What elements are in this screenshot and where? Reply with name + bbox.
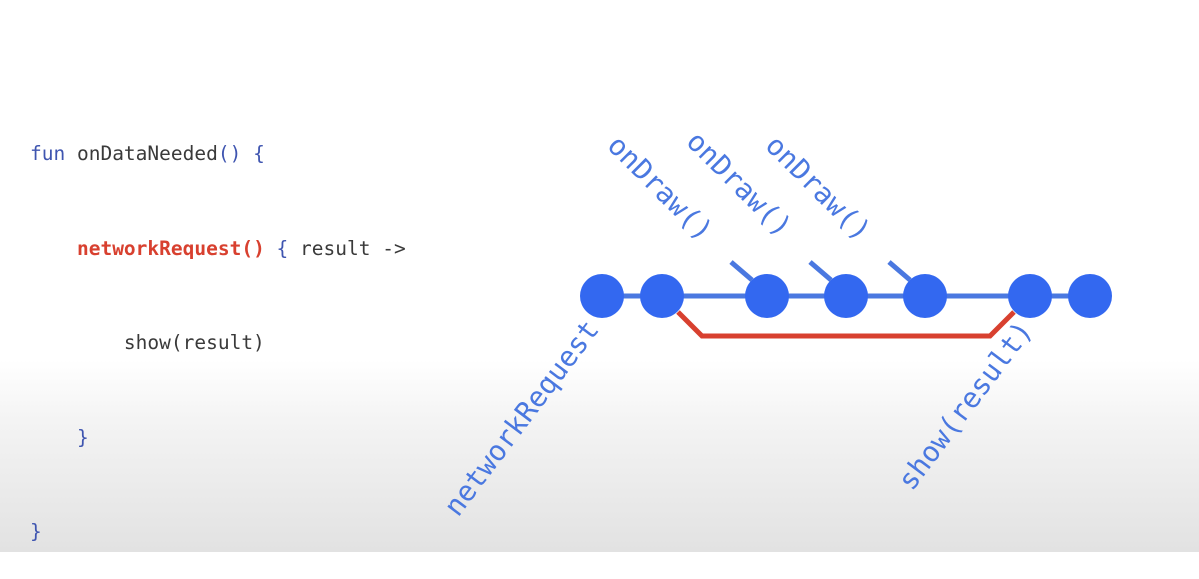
code-inner-close-brace: } <box>76 425 89 449</box>
on-draw-connector-2 <box>808 260 833 282</box>
network-request-label: networkRequest <box>437 314 605 522</box>
on-draw-connector-1 <box>729 260 754 282</box>
code-show-result: show(result) <box>123 331 265 354</box>
timeline-node-1 <box>580 274 624 318</box>
code-line-3: show(result) <box>30 327 406 359</box>
code-network-request-call: networkRequest() <box>76 236 265 260</box>
code-lambda-param: result -> <box>288 236 406 260</box>
show-result-label: show(result) <box>891 315 1039 496</box>
code-line-2: networkRequest() { result -> <box>30 233 406 265</box>
timeline-node-on-draw-1 <box>745 274 789 318</box>
timeline-node-network-request <box>640 274 684 318</box>
code-function-name: onDataNeeded <box>65 142 218 165</box>
timeline-node-on-draw-3 <box>903 274 947 318</box>
on-draw-connector-3 <box>887 260 912 282</box>
network-request-async-path <box>676 310 1016 339</box>
code-outer-close-brace: } <box>30 520 42 543</box>
code-open-brace: { <box>241 142 265 165</box>
code-line-4: } <box>30 422 406 454</box>
code-keyword-fun: fun <box>30 142 66 165</box>
timeline-node-on-draw-2 <box>824 274 868 318</box>
main-thread-diagram: onDraw() onDraw() onDraw() networkReques… <box>437 125 1112 522</box>
code-lambda-brace: { <box>264 236 289 260</box>
code-parens: () <box>217 142 242 165</box>
timeline-node-end <box>1068 274 1112 318</box>
code-line-5: } <box>30 516 406 548</box>
code-line-1: fun onDataNeeded() { <box>30 138 406 170</box>
code-snippet: fun onDataNeeded() { networkRequest() { … <box>30 75 406 579</box>
timeline-node-show-result <box>1008 274 1052 318</box>
